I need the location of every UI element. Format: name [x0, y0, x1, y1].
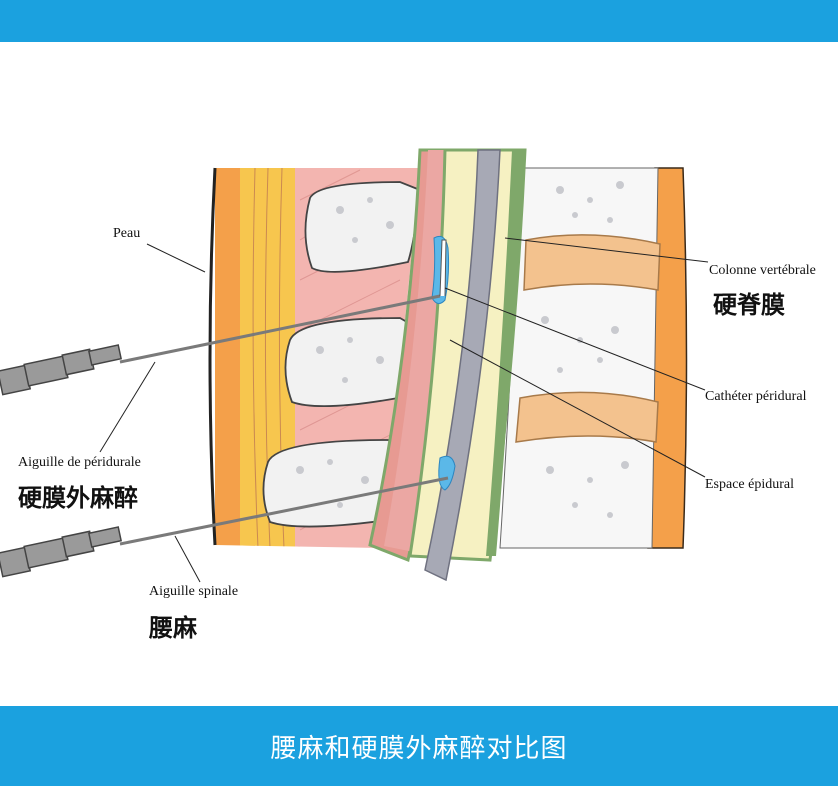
skin-surface — [208, 167, 217, 546]
spinal-needle — [0, 476, 449, 578]
spinal-anatomy-diagram — [0, 148, 709, 583]
label-spinal-anesthesia: 腰麻 — [149, 613, 197, 642]
epidural-needle — [0, 239, 447, 396]
bone-texture-right — [541, 181, 629, 518]
footer-bar: 腰麻和硬膜外麻醉对比图 — [0, 706, 838, 786]
spinal-cord-nerve — [424, 149, 501, 582]
header-bar — [0, 0, 838, 42]
label-epidural-anesthesia: 硬膜外麻醉 — [18, 483, 138, 512]
label-spine: Colonne vertébrale — [709, 263, 816, 278]
diagram-caption: 腰麻和硬膜外麻醉对比图 — [270, 733, 568, 764]
label-epidural-space: Espace épidural — [705, 477, 795, 492]
intervertebral-disc-upper — [523, 234, 661, 291]
spinous-process-bones — [262, 181, 421, 528]
label-catheter: Cathéter péridural — [705, 389, 807, 404]
leader-lines — [99, 237, 709, 583]
label-epidural-needle: Aiguille de péridurale — [18, 455, 141, 470]
intervertebral-disc-lower — [515, 391, 659, 443]
bone-texture-left — [296, 197, 394, 508]
vertebral-body-background — [499, 167, 659, 549]
label-dura: 硬脊膜 — [713, 290, 785, 319]
label-spinal-needle: Aiguille spinale — [149, 584, 239, 599]
label-skin: Peau — [113, 226, 141, 241]
spinal-canal-right-wall — [486, 150, 525, 556]
